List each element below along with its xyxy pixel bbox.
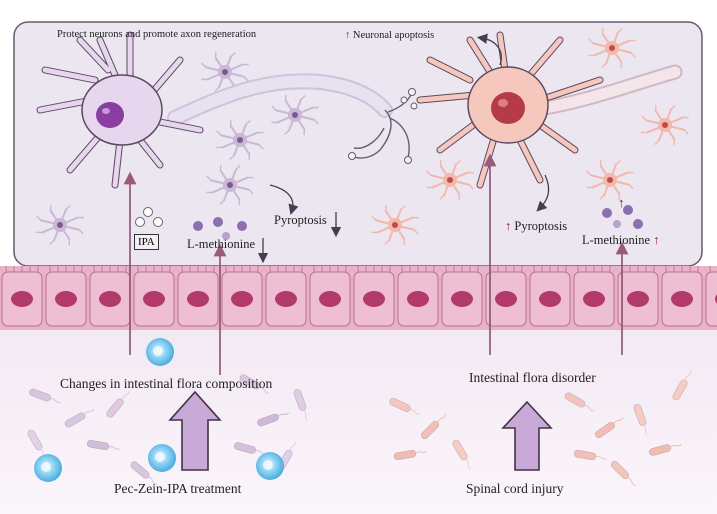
treatment-arrow [168, 390, 222, 471]
pathway-lines [123, 153, 629, 375]
cell-nucleus [495, 291, 517, 307]
l-methionine-left-label: L-methionine [187, 237, 256, 251]
cell-nucleus [627, 291, 649, 307]
flora-changes-label: Changes in intestinal flora composition [60, 376, 273, 391]
bacterium [106, 391, 130, 418]
bacterium [239, 374, 270, 394]
increase-arrow: ↑ [505, 219, 512, 233]
cell-nucleus [451, 291, 473, 307]
bacterium [29, 388, 61, 404]
increase-arrow: ↑ [618, 195, 625, 210]
injury-label: Spinal cord injury [466, 481, 564, 496]
pyroptosis-curve-arrow [269, 184, 299, 215]
damaged-axon [537, 64, 683, 116]
bacterium [420, 414, 447, 440]
cell-nucleus [539, 291, 561, 307]
microglia-cell [641, 104, 689, 146]
cell-nucleus [275, 291, 297, 307]
flora-disorder-label: Intestinal flora disorder [469, 370, 596, 385]
healthy-axon [167, 73, 418, 164]
bacterium [389, 398, 421, 415]
l-methionine-right-label: L-methionine ↑ [582, 234, 659, 247]
pyroptosis-right-label: ↑ Pyroptosis [505, 220, 567, 233]
healthy-neuron [36, 31, 204, 189]
cell-nucleus [231, 291, 253, 307]
epithelial-cell [705, 271, 717, 327]
bacterium [595, 417, 624, 439]
microglia-cell [216, 119, 264, 161]
cell-nucleus [363, 291, 385, 307]
microglia-cell [206, 164, 254, 206]
probiotic-particle [146, 338, 174, 366]
cell-nucleus [11, 291, 33, 307]
pyroptosis-left-label: Pyroptosis [274, 213, 327, 227]
probiotic-particle [256, 452, 284, 480]
cell-nucleus [99, 291, 121, 307]
bacterium [610, 460, 636, 487]
l-methionine-molecules-right [602, 205, 643, 229]
l-methionine-molecules-left [193, 217, 247, 240]
bacterium [27, 429, 47, 460]
microglia-cell [426, 159, 474, 201]
bacterium [648, 443, 682, 456]
increase-arrow: ↑ [345, 30, 351, 41]
bacterium [564, 392, 595, 412]
microglia-cell [586, 159, 634, 201]
neuronal-apoptosis-text: Neuronal apoptosis [352, 30, 435, 41]
microglia-cell [588, 27, 636, 69]
injury-arrow [501, 400, 553, 471]
intestinal-bacteria [27, 370, 692, 487]
apoptosis-arrow [476, 33, 502, 66]
increase-arrow: ↑ [653, 233, 660, 247]
microglia-cell [271, 94, 319, 136]
bacterium [130, 461, 157, 485]
probiotic-particles [34, 338, 284, 482]
bacterium [257, 412, 290, 427]
protect-neurons-label: Protect neurons and promote axon regener… [57, 29, 257, 40]
microglia-cell [36, 204, 84, 246]
bacterium [452, 439, 472, 470]
intestinal-epithelium [0, 266, 717, 330]
bacterium [86, 439, 120, 451]
cell-nucleus [319, 291, 341, 307]
cell-nucleus [143, 291, 165, 307]
microglia-cell [371, 204, 419, 246]
bacterium [64, 408, 95, 428]
cell-nucleus [671, 291, 693, 307]
cell-nucleus [583, 291, 605, 307]
bacterium [393, 449, 428, 461]
bacterium [672, 370, 692, 401]
neuronal-apoptosis-label: ↑ Neuronal apoptosis [345, 30, 435, 42]
l-methionine-right-text: L-methionine [582, 233, 651, 247]
bacterium [293, 389, 308, 422]
microglia-cells [36, 27, 689, 246]
probiotic-particle [34, 454, 62, 482]
pyroptosis-right-curve-arrow [536, 174, 550, 212]
cell-nucleus [55, 291, 77, 307]
decrease-arrows [257, 212, 342, 264]
ipa-label: IPA [134, 234, 159, 250]
cell-nucleus [187, 291, 209, 307]
ipa-molecules [135, 207, 163, 227]
cell-nucleus [407, 291, 429, 307]
bacterium [633, 404, 648, 437]
treatment-label: Pec-Zein-IPA treatment [114, 481, 242, 496]
probiotic-particle [148, 444, 176, 472]
bacterium [573, 449, 607, 461]
pyroptosis-right-text: Pyroptosis [514, 219, 568, 233]
gut-lumen [0, 330, 717, 514]
